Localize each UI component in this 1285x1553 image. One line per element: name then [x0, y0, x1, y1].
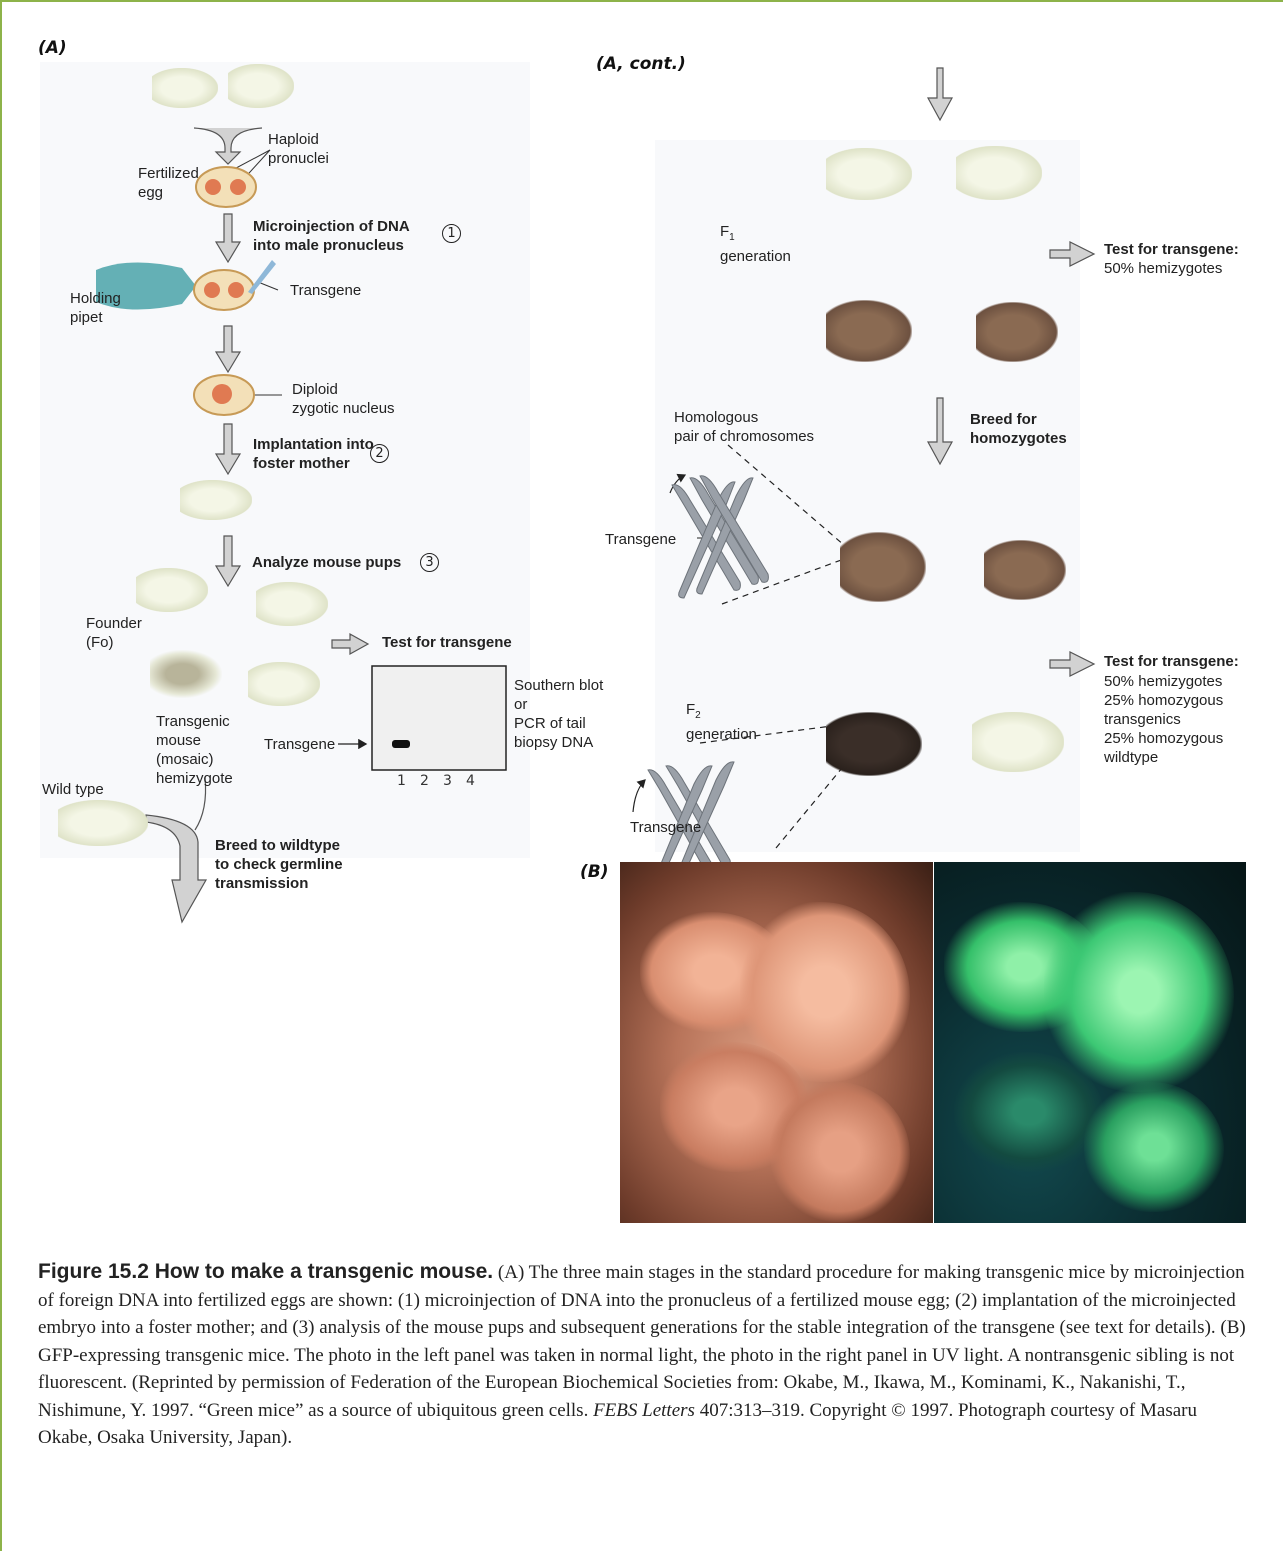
f2-black-mouse: [826, 712, 922, 776]
holding-pipet-label: Holding pipet: [70, 289, 121, 327]
haploid-pronuclei-label: Haploid pronuclei: [268, 130, 329, 168]
homologous-label: Homologous pair of chromosomes: [674, 408, 814, 446]
blot-transgene-label: Transgene: [264, 735, 335, 754]
diploid-label: Diploid zygotic nucleus: [292, 380, 395, 418]
fertilized-egg-graphic: [196, 167, 256, 207]
test2-title: Test for transgene:: [1104, 652, 1239, 671]
panel-a-label: (A): [38, 38, 67, 58]
wild-type-label: Wild type: [42, 780, 104, 799]
test-arrow-f2: [1050, 652, 1094, 676]
down-arrows-cont: [928, 68, 952, 464]
diploid-egg-graphic: [194, 375, 254, 415]
panel-b-label: (B): [580, 862, 609, 882]
caption-journal: FEBS Letters: [593, 1400, 695, 1421]
step3-number: 3: [420, 553, 439, 572]
merge-arrow: [194, 128, 262, 164]
southern-blot: [372, 666, 506, 770]
step1-title: Microinjection of DNA into male pronucle…: [253, 217, 410, 255]
breed-curve-arrow: [146, 815, 206, 922]
blot-lane-1: 1: [397, 773, 406, 789]
test1-title: Test for transgene:: [1104, 240, 1239, 259]
test-arrow-f1: [1050, 242, 1094, 266]
chromosome-pair-1: [672, 476, 768, 598]
figure-caption: Figure 15.2 How to make a transgenic mou…: [38, 1258, 1253, 1452]
photo-uv-light: [934, 862, 1246, 1223]
pup-mouse-3: [248, 662, 320, 706]
caption-title: Figure 15.2 How to make a transgenic mou…: [38, 1260, 493, 1283]
breed-homozygotes-label: Breed for homozygotes: [970, 410, 1067, 448]
wild-type-mouse: [58, 800, 148, 846]
foster-mother-mouse: [180, 480, 252, 520]
test2-detail: 50% hemizygotes 25% homozygous transgeni…: [1104, 672, 1223, 767]
photo-normal-light: [620, 862, 933, 1223]
step3-title: Analyze mouse pups: [252, 553, 401, 572]
parent-mouse-left: [152, 68, 218, 108]
f1-brown-mouse-2: [976, 302, 1058, 362]
f1-brown-mouse-1: [826, 300, 912, 362]
blot-lane-2: 2: [420, 773, 429, 789]
test-transgene-label: Test for transgene: [382, 633, 512, 652]
blot-band: [392, 740, 410, 748]
test1-detail: 50% hemizygotes: [1104, 259, 1222, 278]
chromosome-transgene-label-2: Transgene: [630, 818, 701, 837]
chromosome-transgene-label: Transgene: [605, 530, 676, 549]
f1-white-mouse-2: [956, 146, 1042, 200]
caption-text-1: (A) The three main stages in the standar…: [38, 1262, 1246, 1421]
step2-number: 2: [370, 444, 389, 463]
transgene-label-inject: Transgene: [290, 281, 361, 300]
pup-mouse-1: [136, 568, 208, 612]
test-arrow-a: [332, 634, 368, 654]
founder-label: Founder (Fo): [86, 614, 142, 652]
step1-number: 1: [442, 224, 461, 243]
blot-lane-4: 4: [466, 773, 475, 789]
parent-mouse-right: [228, 64, 294, 108]
panel-a-cont-label: (A, cont.): [596, 54, 686, 74]
blot-method-label: Southern blot or PCR of tail biopsy DNA: [514, 676, 603, 752]
f2-brown-mouse-2: [984, 540, 1066, 600]
fertilized-egg-label: Fertilized egg: [138, 164, 199, 202]
microinjection-graphic: [96, 260, 276, 310]
f1-white-mouse-1: [826, 148, 912, 200]
f2-white-mouse: [972, 712, 1064, 772]
founder-mouse: [150, 650, 222, 698]
f2-brown-mouse-1: [840, 532, 926, 602]
breed-wildtype-label: Breed to wildtype to check germline tran…: [215, 836, 343, 893]
step2-title: Implantation into foster mother: [253, 435, 374, 473]
pup-mouse-2: [256, 582, 328, 626]
blot-lane-3: 3: [443, 773, 452, 789]
transgenic-mouse-label: Transgenic mouse (mosaic) hemizygote: [156, 712, 233, 788]
